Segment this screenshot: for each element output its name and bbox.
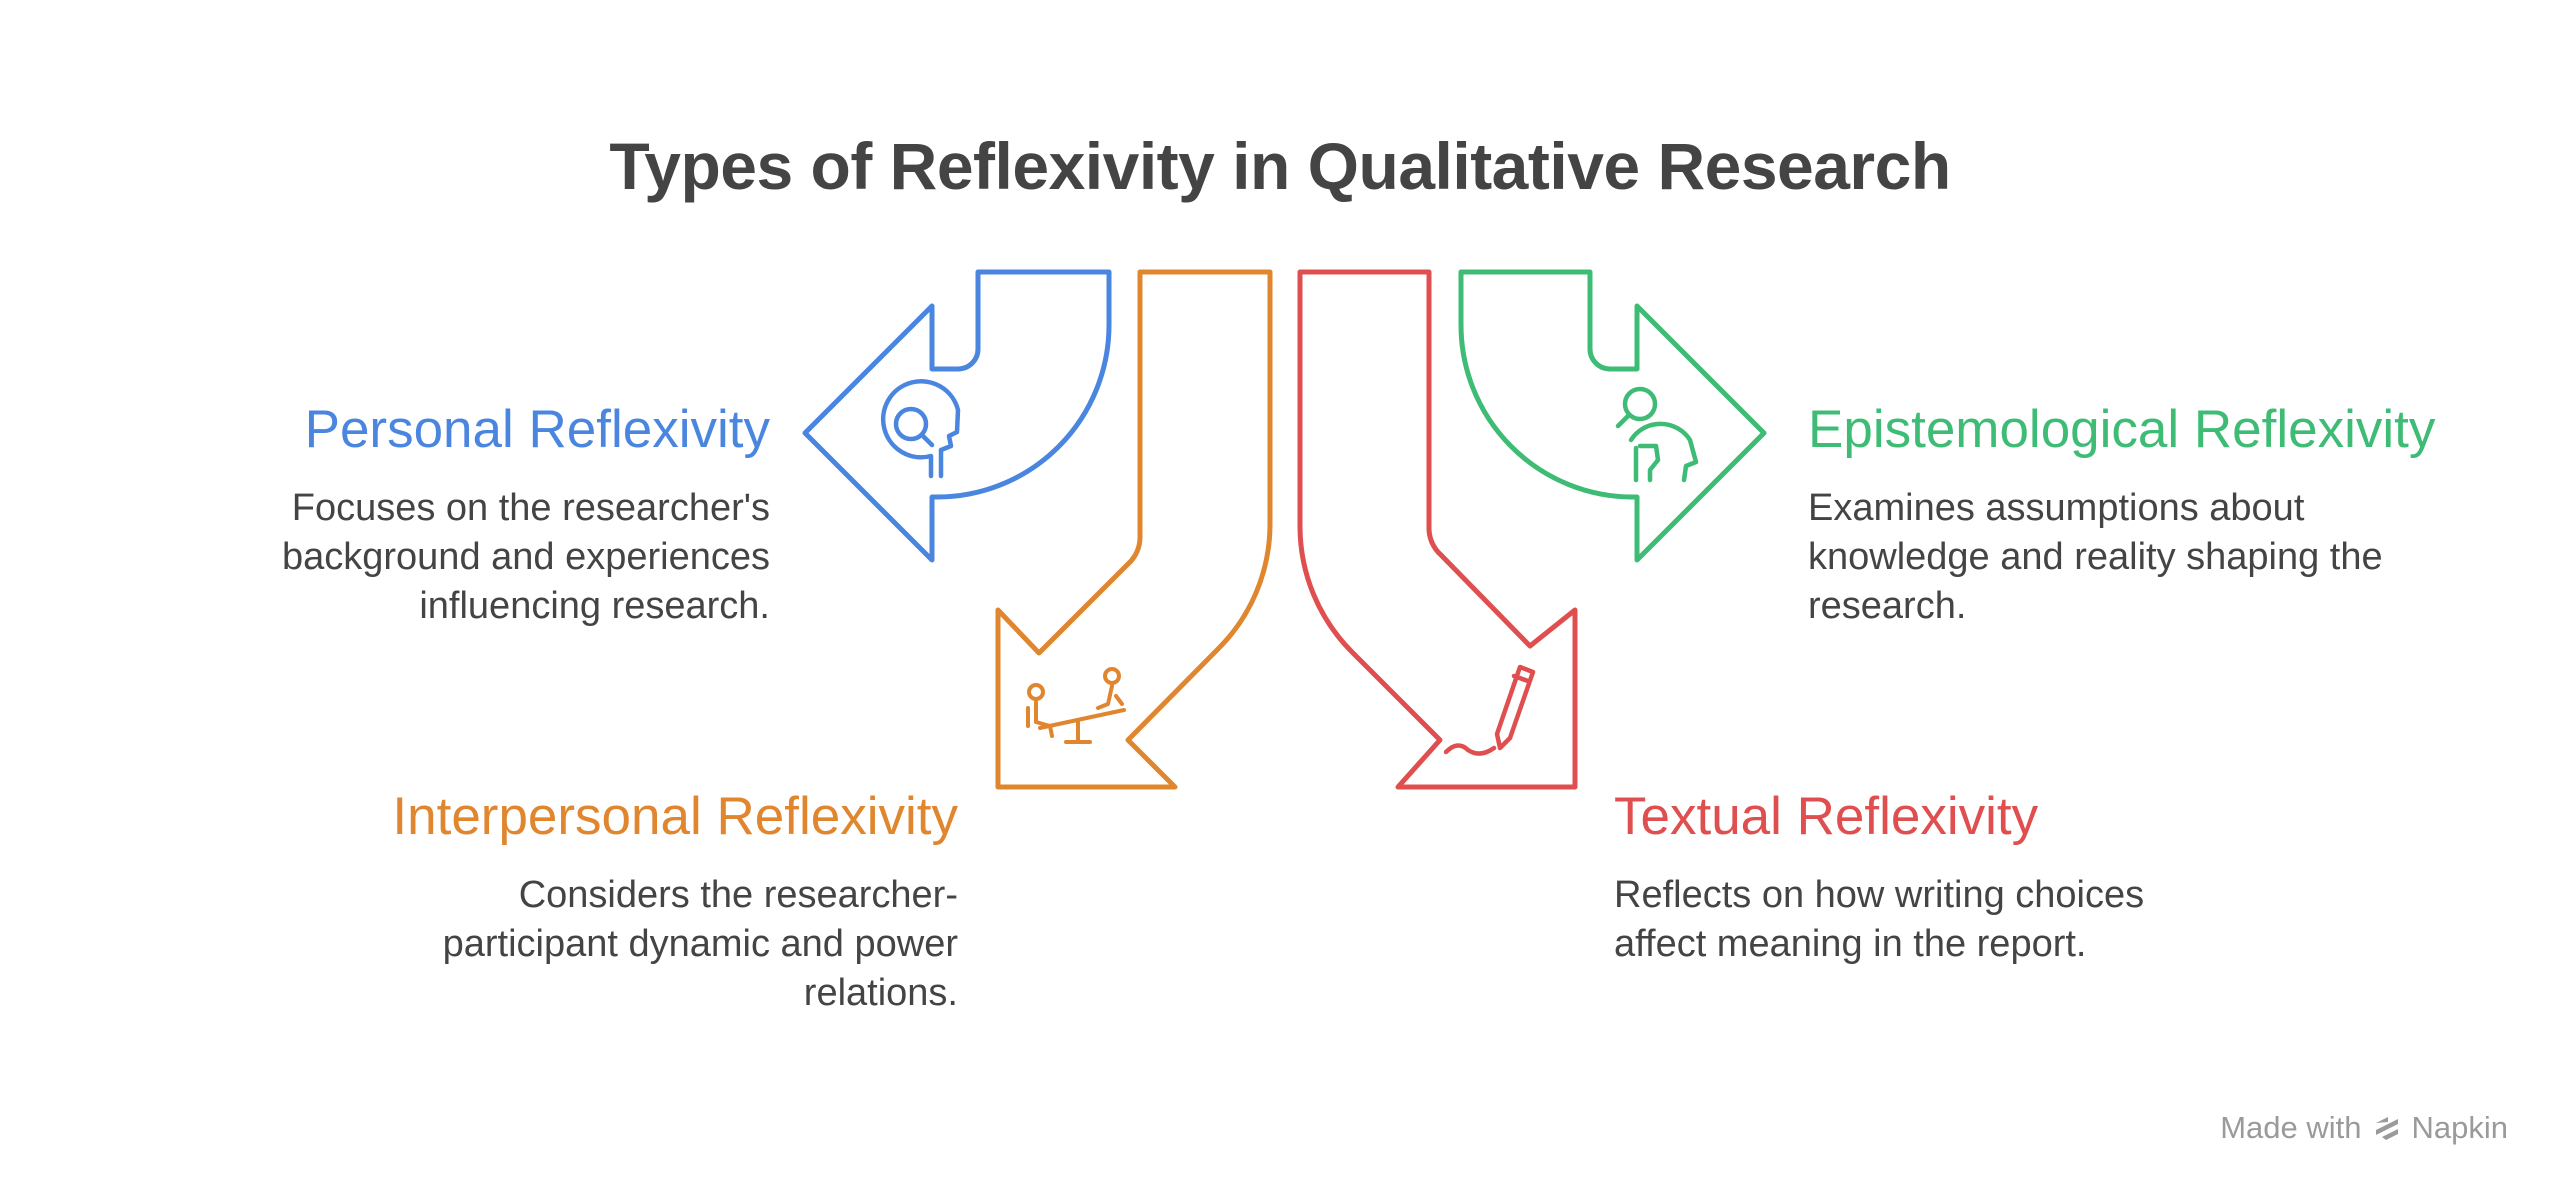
interpersonal-heading: Interpersonal Reflexivity	[392, 787, 958, 846]
interpersonal-description: Considers the researcher-participant dyn…	[442, 874, 958, 1014]
personal-description: Focuses on the researcher's background a…	[281, 487, 770, 627]
person-question-icon	[1615, 386, 1699, 483]
napkin-watermark[interactable]: Made with Napkin	[2220, 1110, 2508, 1146]
textual-block: Textual Reflexivity Reflects on how writ…	[1614, 785, 2314, 969]
watermark-made-with: Made with	[2220, 1110, 2362, 1145]
interpersonal-arrow	[995, 269, 1273, 790]
epistemological-block: Epistemological Reflexivity Examines ass…	[1808, 398, 2508, 631]
napkin-logo-icon	[2375, 1117, 2398, 1140]
diagram-title: Types of Reflexivity in Qualitative Rese…	[609, 129, 1951, 203]
interpersonal-block: Interpersonal Reflexivity Considers the …	[258, 785, 958, 1018]
epistemological-heading: Epistemological Reflexivity	[1808, 400, 2436, 459]
personal-block: Personal Reflexivity Focuses on the rese…	[70, 398, 770, 631]
epistemological-arrow	[1458, 269, 1767, 563]
head-magnifier-icon	[880, 379, 961, 479]
epistemological-description: Examines assumptions about knowledge and…	[1808, 487, 2383, 627]
personal-arrow	[802, 269, 1112, 563]
textual-heading: Textual Reflexivity	[1614, 787, 2039, 846]
seesaw-icon	[1026, 667, 1126, 744]
textual-description: Reflects on how writing choices affect m…	[1614, 874, 2145, 965]
watermark-napkin: Napkin	[2411, 1110, 2509, 1145]
pen-writing-icon	[1443, 664, 1536, 756]
textual-arrow	[1297, 269, 1578, 790]
personal-heading: Personal Reflexivity	[304, 400, 770, 459]
